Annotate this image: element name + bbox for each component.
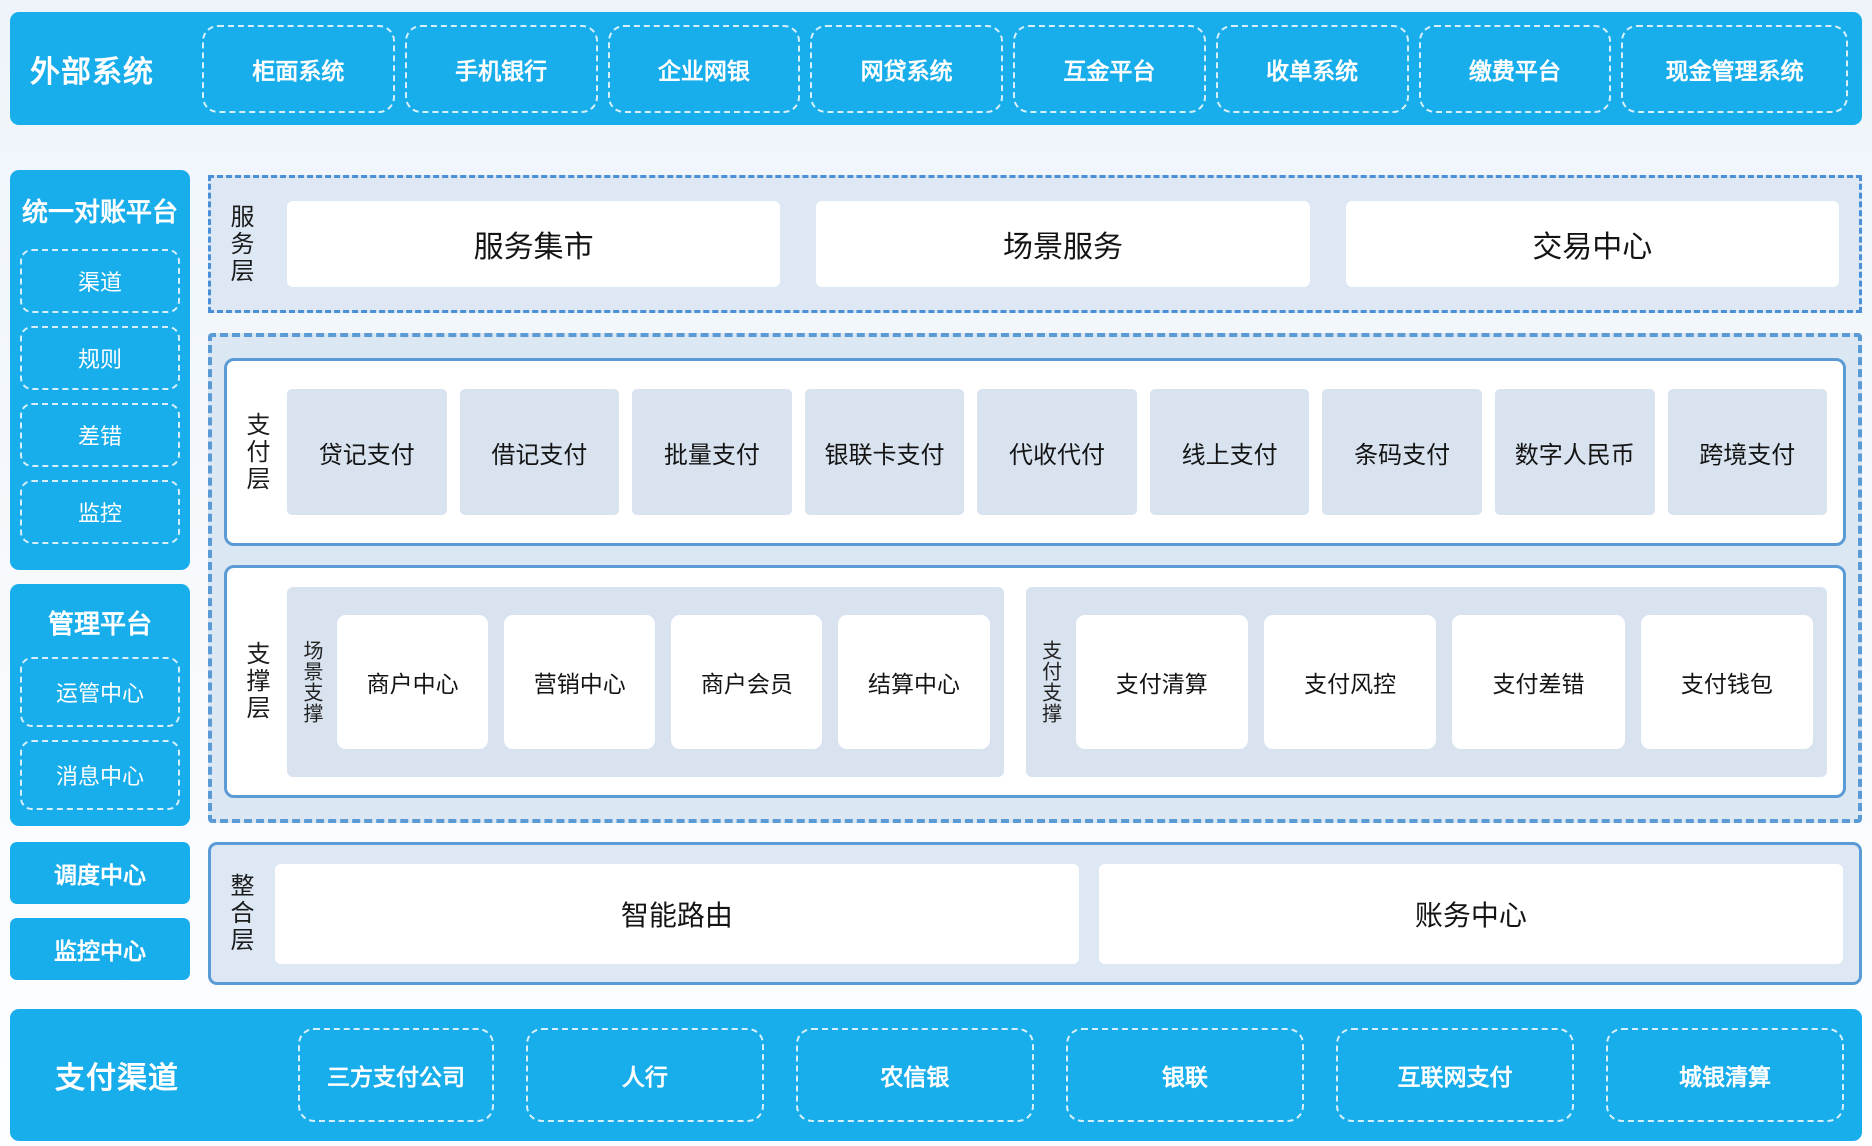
payment-support-item: 支付清算 <box>1076 615 1248 749</box>
external-systems-items: 柜面系统 手机银行 企业网银 网贷系统 互金平台 收单系统 缴费平台 现金管理系… <box>202 25 1848 113</box>
reconciliation-platform-title: 统一对账平台 <box>20 192 180 229</box>
service-layer-label: 服务层 <box>227 204 251 285</box>
payment-support-item: 支付差错 <box>1452 615 1624 749</box>
payment-item: 代收代付 <box>977 389 1137 515</box>
payment-layer-panel: 支付层 贷记支付 借记支付 批量支付 银联卡支付 代收代付 线上支付 条码支付 … <box>224 358 1846 546</box>
support-layer-groups: 场景支撑 商户中心 营销中心 商户会员 结算中心 支付支撑 支付清算 支付风控 … <box>287 587 1827 777</box>
external-system-item: 企业网银 <box>608 25 801 113</box>
payment-channels-items: 三方支付公司 人行 农信银 银联 互联网支付 城银清算 <box>298 1028 1844 1122</box>
reconciliation-platform-panel: 统一对账平台 渠道 规则 差错 监控 <box>10 170 190 570</box>
external-system-item: 互金平台 <box>1013 25 1206 113</box>
management-platform-title: 管理平台 <box>20 604 180 641</box>
payment-channel-item: 农信银 <box>796 1028 1034 1122</box>
external-system-item: 网贷系统 <box>810 25 1003 113</box>
management-item: 运管中心 <box>20 657 180 727</box>
payment-item: 银联卡支付 <box>805 389 965 515</box>
payment-channels-bar: 支付渠道 三方支付公司 人行 农信银 银联 互联网支付 城银清算 <box>10 1009 1862 1141</box>
reconciliation-item: 差错 <box>20 403 180 467</box>
external-systems-title: 外部系统 <box>24 47 188 91</box>
management-platform-panel: 管理平台 运管中心 消息中心 <box>10 584 190 826</box>
support-layer-panel: 支撑层 场景支撑 商户中心 营销中心 商户会员 结算中心 支付支撑 支付清算 支… <box>224 565 1846 798</box>
payment-channel-item: 互联网支付 <box>1336 1028 1574 1122</box>
integration-layer-items: 智能路由 账务中心 <box>275 864 1843 964</box>
integration-item: 智能路由 <box>275 864 1079 964</box>
scene-support-item: 营销中心 <box>504 615 655 749</box>
payment-item: 借记支付 <box>460 389 620 515</box>
payment-channel-item: 人行 <box>526 1028 764 1122</box>
scene-support-item: 商户会员 <box>671 615 822 749</box>
core-layers-container: 支付层 贷记支付 借记支付 批量支付 银联卡支付 代收代付 线上支付 条码支付 … <box>208 333 1862 823</box>
monitor-center-box: 监控中心 <box>10 918 190 980</box>
payment-layer-items: 贷记支付 借记支付 批量支付 银联卡支付 代收代付 线上支付 条码支付 数字人民… <box>287 389 1827 515</box>
payment-layer-label: 支付层 <box>243 412 267 493</box>
payment-channels-title: 支付渠道 <box>24 1053 210 1097</box>
payment-item: 数字人民币 <box>1495 389 1655 515</box>
scene-support-label: 场景支撑 <box>301 640 321 724</box>
reconciliation-platform-items: 渠道 规则 差错 监控 <box>20 249 180 544</box>
payment-item: 线上支付 <box>1150 389 1310 515</box>
external-system-item: 手机银行 <box>405 25 598 113</box>
payment-item: 跨境支付 <box>1668 389 1828 515</box>
scene-support-item: 结算中心 <box>838 615 989 749</box>
external-system-item: 收单系统 <box>1216 25 1409 113</box>
management-item: 消息中心 <box>20 740 180 810</box>
service-layer-item: 服务集市 <box>287 201 780 287</box>
reconciliation-item: 监控 <box>20 480 180 544</box>
payment-item: 批量支付 <box>632 389 792 515</box>
payment-support-group: 支付支撑 支付清算 支付风控 支付差错 支付钱包 <box>1026 587 1827 777</box>
external-system-item: 柜面系统 <box>202 25 395 113</box>
payment-channel-item: 三方支付公司 <box>298 1028 494 1122</box>
reconciliation-item: 渠道 <box>20 249 180 313</box>
support-layer-label: 支撑层 <box>243 641 267 722</box>
payment-support-item: 支付钱包 <box>1641 615 1813 749</box>
integration-layer-label: 整合层 <box>227 873 251 954</box>
payment-channel-item: 银联 <box>1066 1028 1304 1122</box>
integration-item: 账务中心 <box>1099 864 1843 964</box>
payment-channel-item: 城银清算 <box>1606 1028 1844 1122</box>
service-layer-item: 交易中心 <box>1346 201 1839 287</box>
payment-support-label: 支付支撑 <box>1040 640 1060 724</box>
payment-support-item: 支付风控 <box>1264 615 1436 749</box>
payment-item: 条码支付 <box>1322 389 1482 515</box>
integration-layer-panel: 整合层 智能路由 账务中心 <box>208 842 1862 985</box>
management-platform-items: 运管中心 消息中心 <box>20 657 180 810</box>
service-layer-item: 场景服务 <box>816 201 1309 287</box>
external-system-item: 现金管理系统 <box>1621 25 1848 113</box>
dispatch-center-box: 调度中心 <box>10 842 190 904</box>
payment-item: 贷记支付 <box>287 389 447 515</box>
reconciliation-item: 规则 <box>20 326 180 390</box>
scene-support-group: 场景支撑 商户中心 营销中心 商户会员 结算中心 <box>287 587 1004 777</box>
external-systems-bar: 外部系统 柜面系统 手机银行 企业网银 网贷系统 互金平台 收单系统 缴费平台 … <box>10 12 1862 125</box>
external-system-item: 缴费平台 <box>1419 25 1612 113</box>
service-layer-panel: 服务层 服务集市 场景服务 交易中心 <box>208 175 1862 313</box>
scene-support-item: 商户中心 <box>337 615 488 749</box>
